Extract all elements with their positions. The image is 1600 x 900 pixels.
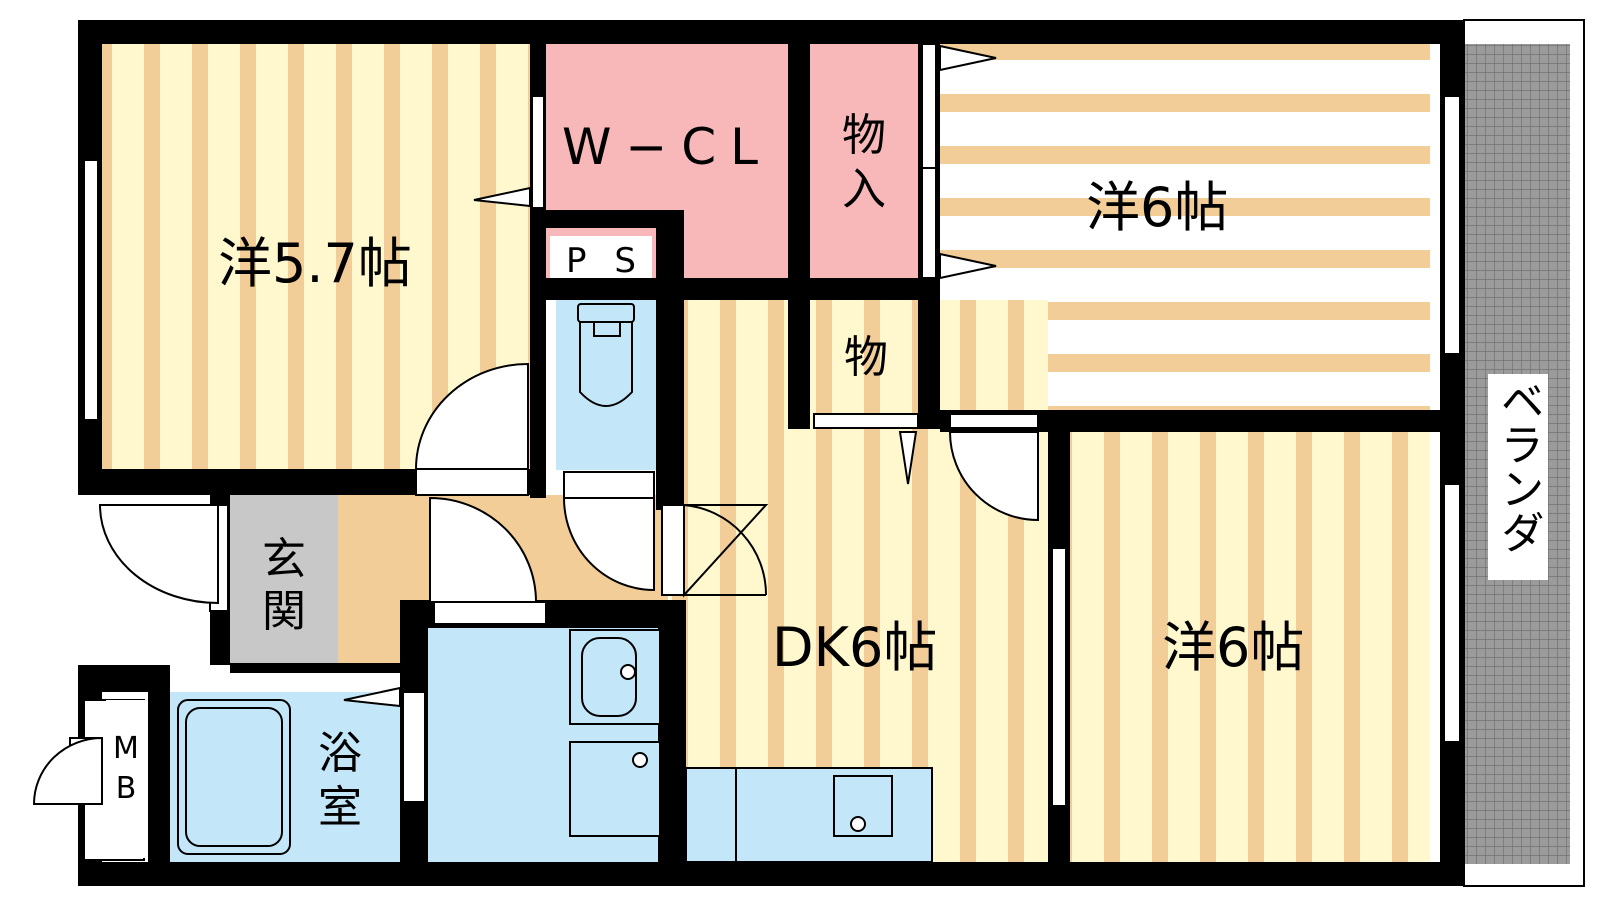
entrance-label-2: 関 xyxy=(262,586,306,637)
western-room-top-right-label: 洋6帖 xyxy=(1086,176,1228,239)
doors xyxy=(32,44,1039,805)
mb-box xyxy=(106,700,146,858)
kitchen-counter xyxy=(685,767,933,863)
washbasin-drain xyxy=(620,664,636,680)
veranda-label-bg xyxy=(1488,374,1548,580)
washbasin-bowl xyxy=(581,637,637,717)
bathtub xyxy=(177,699,291,855)
mb-label-2: B xyxy=(116,771,137,806)
bath-label-1: 浴 xyxy=(318,728,362,779)
ps-box xyxy=(550,236,652,278)
storage-top-floor xyxy=(810,44,920,278)
bath-label-2: 室 xyxy=(318,782,362,833)
toilet-fixture xyxy=(577,303,635,407)
storage-top-label-2: 入 xyxy=(842,164,886,215)
washer-drain xyxy=(632,752,648,768)
kitchen-sink-drain xyxy=(850,816,866,832)
storage-top-label-1: 物 xyxy=(842,110,886,161)
western-room-bottom-right-floor xyxy=(1070,432,1430,862)
entrance-label-1: 玄 xyxy=(262,534,306,585)
western-room-bottom-right-label: 洋6帖 xyxy=(1162,616,1304,679)
western-room-left-label: 洋5.7帖 xyxy=(218,232,412,295)
mb-label-1: M xyxy=(113,731,139,766)
storage-small-label: 物 xyxy=(844,332,888,383)
veranda-label: ベランダ xyxy=(1493,378,1544,554)
entrance-floor xyxy=(230,495,338,663)
dining-kitchen-label: DK6帖 xyxy=(772,616,937,679)
